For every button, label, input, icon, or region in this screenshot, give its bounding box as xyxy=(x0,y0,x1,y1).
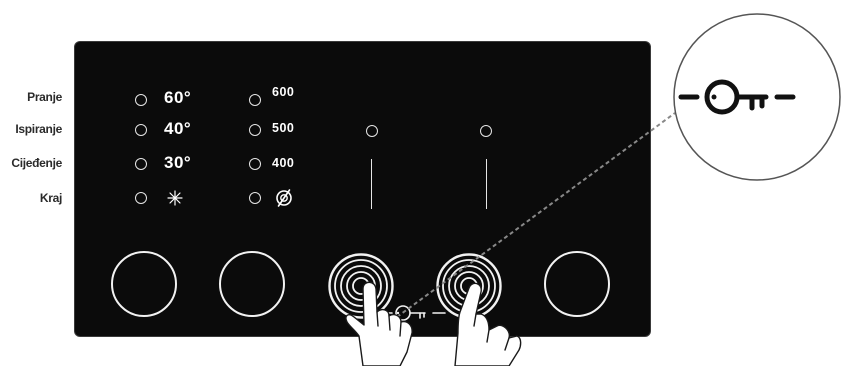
button-1[interactable] xyxy=(111,251,177,317)
phase-label-pranje: Pranje xyxy=(0,90,62,104)
key-icon-large xyxy=(681,82,793,112)
phase-label-cijedenje: Cijeđenje xyxy=(0,156,62,170)
option-2-line xyxy=(486,159,487,209)
option-1-line xyxy=(371,159,372,209)
snowflake-icon xyxy=(167,190,183,206)
spin-400-label: 400 xyxy=(272,156,294,170)
spin-600-label: 600 xyxy=(272,85,294,99)
spin-600-indicator xyxy=(249,94,261,106)
temperature-30-label: 30° xyxy=(164,153,191,173)
temperature-60-indicator xyxy=(135,94,147,106)
spin-500-indicator xyxy=(249,124,261,136)
key-icon xyxy=(378,302,448,324)
temperature-60-label: 60° xyxy=(164,88,191,108)
phase-label-ispiranje: Ispiranje xyxy=(0,122,62,136)
temperature-40-label: 40° xyxy=(164,119,191,139)
spin-500-label: 500 xyxy=(272,121,294,135)
option-2-indicator xyxy=(480,125,492,137)
option-1-indicator xyxy=(366,125,378,137)
button-5[interactable] xyxy=(544,251,610,317)
temperature-30-indicator xyxy=(135,158,147,170)
temperature-40-indicator xyxy=(135,124,147,136)
phase-label-kraj: Kraj xyxy=(0,191,62,205)
spin-off-indicator xyxy=(249,192,261,204)
control-panel: 60° 40° 30° 600 500 400 xyxy=(75,42,650,336)
key-callout-magnifier xyxy=(674,14,840,180)
spin-400-indicator xyxy=(249,158,261,170)
temperature-cold-indicator xyxy=(135,192,147,204)
no-spin-icon xyxy=(274,188,294,208)
button-2[interactable] xyxy=(219,251,285,317)
